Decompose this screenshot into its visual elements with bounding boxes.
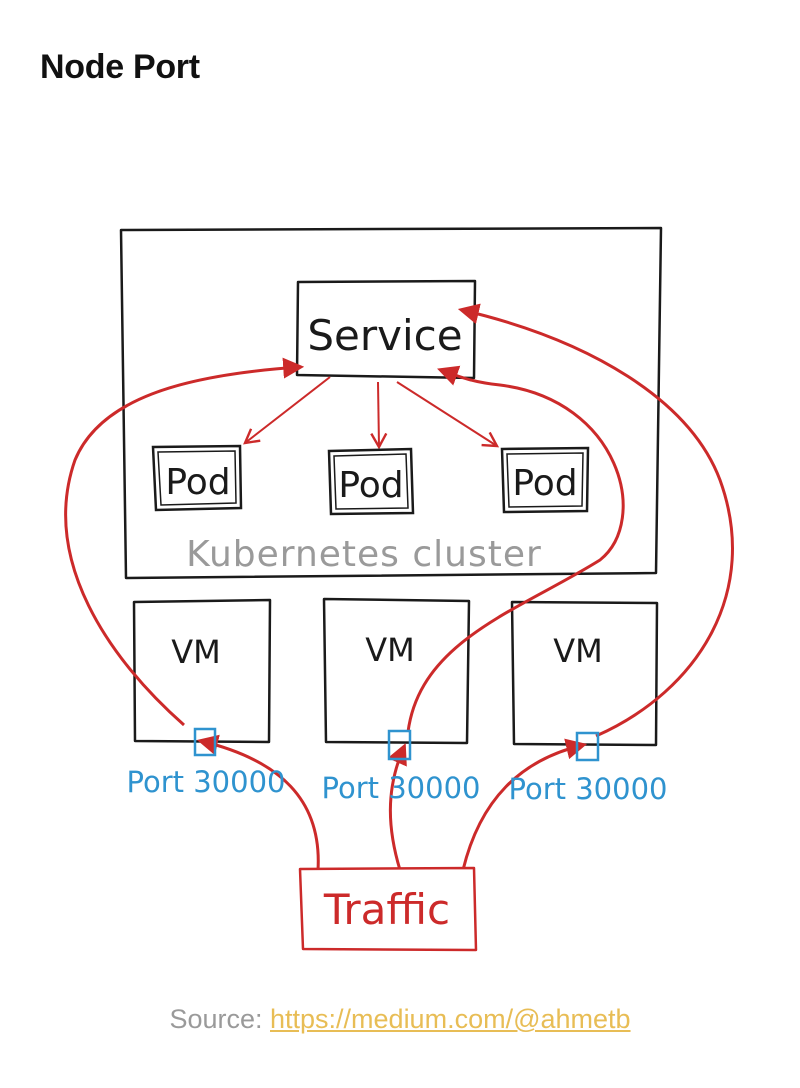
service-to-pod-arrow [370, 381, 388, 450]
port-to-service-arrow [457, 303, 734, 738]
pod-label: Pod [338, 465, 403, 506]
service-box [295, 279, 477, 380]
node-port-diagram: Service Pod Pod Pod Kubernetes cluster V… [64, 226, 734, 952]
pod-box: Pod [500, 446, 590, 514]
port-label: Port 30000 [509, 772, 668, 806]
traffic-to-port-arrow [461, 738, 588, 871]
source-link[interactable]: https://medium.com/@ahmetb [270, 1004, 631, 1034]
cluster-box [119, 226, 663, 580]
traffic-label: Traffic [323, 885, 450, 934]
pod-box: Pod [327, 447, 415, 516]
port-to-service-arrow [64, 357, 305, 727]
source-line: Source: https://medium.com/@ahmetb [0, 1004, 800, 1035]
pod-label: Pod [165, 462, 230, 503]
port-square [387, 729, 412, 761]
service-to-pod-arrow [396, 381, 500, 448]
pod-box: Pod [151, 444, 243, 512]
vm-box: VM [510, 600, 659, 747]
vm-box: VM [132, 598, 272, 744]
service-to-pod-arrow [243, 376, 331, 445]
cluster-label: Kubernetes cluster [186, 534, 542, 575]
port-square [575, 731, 600, 762]
source-prefix: Source: [169, 1004, 270, 1034]
traffic-to-port-arrow [196, 734, 320, 871]
pod-label: Pod [512, 463, 577, 504]
vm-label: VM [553, 632, 603, 670]
service-label: Service [307, 311, 462, 360]
vm-label: VM [171, 633, 221, 671]
vm-box: VM [322, 597, 471, 745]
port-square [193, 727, 217, 757]
port-label: Port 30000 [127, 765, 286, 799]
traffic-box [298, 866, 478, 952]
port-to-service-arrow [406, 365, 625, 733]
traffic-to-port-arrow [387, 743, 407, 871]
page-title: Node Port [40, 48, 200, 86]
vm-label: VM [365, 631, 415, 669]
port-label: Port 30000 [322, 771, 481, 805]
